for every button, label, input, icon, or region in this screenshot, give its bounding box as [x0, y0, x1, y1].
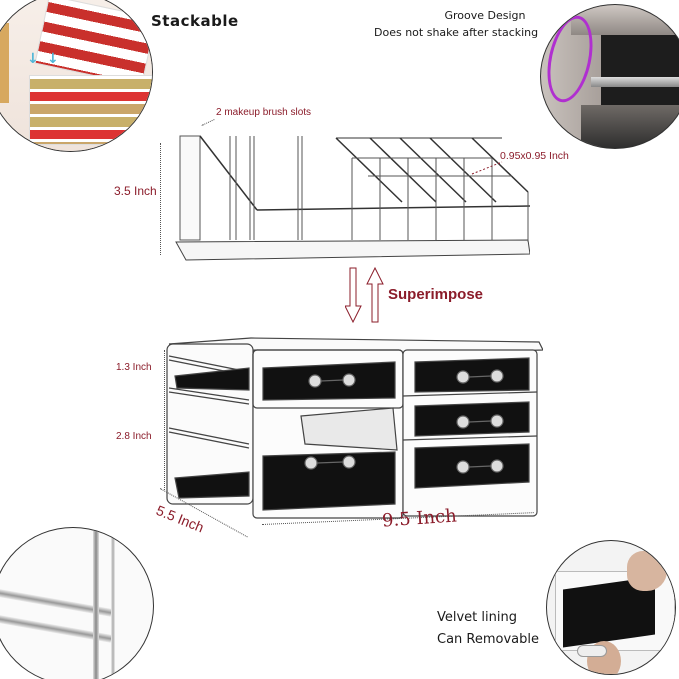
groove-design-subtitle: Does not shake after stacking: [374, 26, 539, 39]
groove-detail-image: [540, 4, 679, 149]
small-drawer-height-label: 1.3 Inch: [116, 362, 152, 373]
velvet-lining-detail-image: [546, 540, 676, 675]
lipstick-organizer-top: [172, 132, 531, 262]
groove-design-title: Groove Design: [444, 9, 526, 22]
width-label: 9.5 Inch: [381, 505, 458, 532]
down-arrow-icon: ↓: [27, 51, 39, 67]
superimpose-arrows-icon: [344, 266, 385, 326]
hand: [627, 551, 667, 591]
rail-detail-image: [0, 527, 154, 679]
stackable-detail-image: ↓ ↓: [0, 0, 153, 152]
stackable-heading: Stackable: [151, 12, 239, 30]
velvet-lining-subtitle: Can Removable: [437, 632, 540, 647]
velvet-lining-title: Velvet lining: [437, 610, 517, 625]
drawer-knob: [577, 645, 607, 657]
leader-line: [201, 119, 215, 126]
slot-size-label: 0.95x0.95 Inch: [500, 150, 569, 162]
brush-slots-label: 2 makeup brush slots: [216, 107, 312, 118]
organizer-height-label: 3.5 Inch: [114, 184, 157, 198]
drawer-unit: [163, 328, 544, 523]
superimpose-label: Superimpose: [388, 286, 484, 303]
down-arrow-icon: ↓: [47, 51, 59, 67]
large-drawer-height-label: 2.8 Inch: [116, 431, 152, 442]
height-dimension-line: [164, 350, 165, 490]
height-dimension-line: [160, 143, 161, 255]
